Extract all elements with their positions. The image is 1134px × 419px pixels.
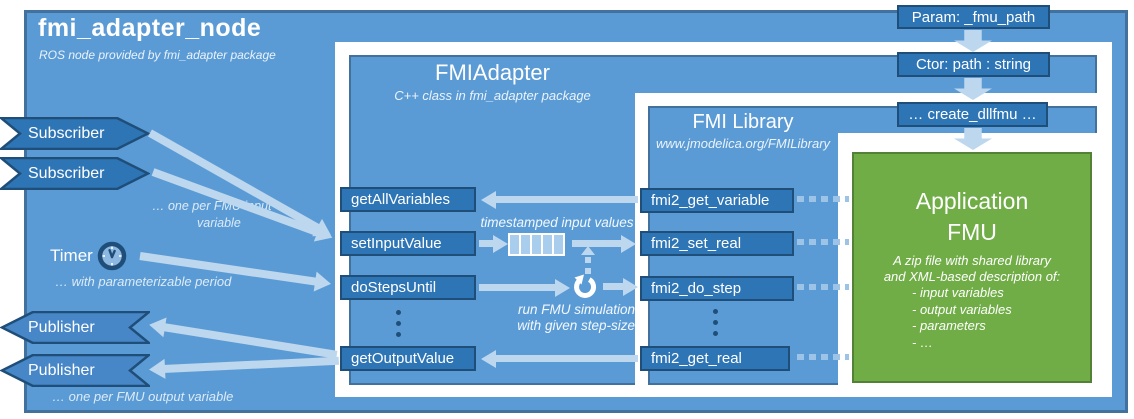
arrow-setinputvalue-to-queue [479,240,494,247]
dotted-connector [585,257,591,275]
arrow-queue-to-setreal [572,240,622,247]
dashed-link [797,196,849,202]
application-fmu-title-line1: Application [915,188,1029,214]
application-fmu-bullet: - input variables [912,285,1004,300]
fmi-adapter-node-subtitle: ROS node provided by fmi_adapter package [39,48,276,62]
ellipsis-dots-icon [396,307,401,340]
function-fmi2-get-variable: fmi2_get_variable [640,188,794,213]
fmiadapter-subtitle: C++ class in fmi_adapter package [394,88,591,103]
publisher-label: Publisher [28,361,95,379]
subscriber-note-line2: variable [197,216,241,230]
function-fmi2-do-step: fmi2_do_step [640,276,794,301]
subscriber-label: Subscriber [28,164,105,182]
dashed-link [797,284,849,290]
ellipsis-dots-icon [713,306,718,339]
application-fmu-description-line1: A zip file with shared library [893,253,1051,268]
queue-icon [508,233,565,256]
arrow-getvariable-to-getallvariables [495,196,638,203]
publisher-shape-2: Publisher [0,353,153,388]
arrow-dostepsuntil-to-loop [479,284,556,291]
method-getallvariables: getAllVariables [340,187,476,212]
timer-note: … with parameterizable period [55,274,232,289]
ctor-box: Ctor: path : string [897,52,1050,77]
application-fmu-title-line2: FMU [947,219,997,245]
method-getoutputvalue: getOutputValue [340,346,476,371]
dotted-up-arrowhead-icon [581,246,595,255]
application-fmu-panel: Application FMU A zip file with shared l… [852,152,1092,383]
application-fmu-bullet: - parameters [912,318,986,333]
subscriber-label: Subscriber [28,124,105,142]
function-fmi2-get-real: fmi2_get_real [640,346,790,371]
left-banner-arrow-icon [0,353,153,388]
subscriber-shape-1: Subscriber [0,116,151,151]
sim-note-line1: run FMU simulation [517,302,635,317]
create-dllfmu-box: … create_dllfmu … [897,102,1048,127]
fmiadapter-title: FMIAdapter [435,60,550,85]
publisher-label: Publisher [28,318,95,336]
method-dostepsuntil: doStepsUntil [340,275,476,300]
timer-label: Timer [50,246,93,265]
subscriber-shape-2: Subscriber [0,156,151,191]
dashed-link [797,239,849,245]
sim-note-line2: with given step-size [517,318,635,333]
right-banner-arrow-icon [0,116,151,151]
right-banner-arrow-icon [0,156,151,191]
arrow-getreal-to-getoutputvalue [495,355,638,362]
function-fmi2-set-real: fmi2_set_real [640,231,794,256]
fmi-adapter-node-title: fmi_adapter_node [38,14,262,42]
param-box: Param: _fmu_path [897,5,1050,29]
application-fmu-description-line2: and XML-based description of: [883,269,1061,284]
arrow-loop-to-dostep [603,283,624,290]
queue-label: timestamped input values [480,215,634,230]
application-fmu-bullet: - … [912,334,933,350]
fmi-library-title: FMI Library [692,111,794,133]
method-setinputvalue: setInputValue [340,231,476,256]
publisher-note: … one per FMU output variable [52,389,234,404]
fmi-library-subtitle: www.jmodelica.org/FMILibrary [655,136,831,151]
left-banner-arrow-icon [0,310,153,345]
loop-icon [574,274,597,298]
dashed-link [797,354,849,360]
clock-icon [97,241,127,271]
publisher-shape-1: Publisher [0,310,153,345]
application-fmu-bullet: - output variables [912,301,1012,317]
